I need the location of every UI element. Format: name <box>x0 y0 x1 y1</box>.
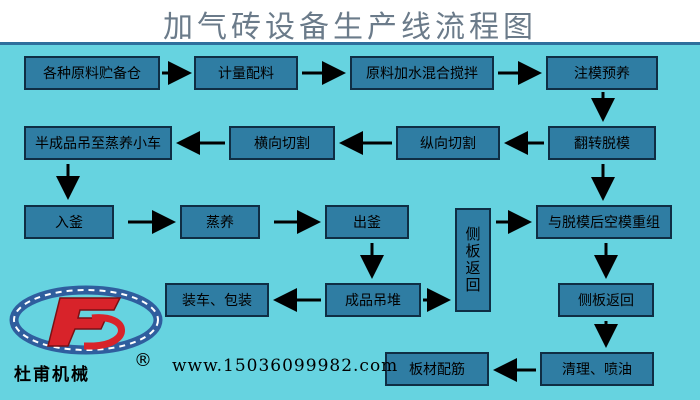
step-cleaning: 清理、喷油 <box>540 352 654 386</box>
step-rebar: 板材配筋 <box>385 352 489 386</box>
website-link[interactable]: www.15036099982.com <box>172 356 399 376</box>
step-cross-cut: 横向切割 <box>229 126 335 160</box>
step-long-cut: 纵向切割 <box>396 126 500 160</box>
step-mixing: 原料加水混合搅拌 <box>350 56 494 90</box>
title-divider <box>0 42 700 45</box>
step-side-return: 侧板返回 <box>558 283 654 317</box>
page-title: 加气砖设备生产线流程图 <box>163 10 537 45</box>
step-steam-cure: 蒸养 <box>180 205 260 239</box>
step-raw-storage: 各种原料贮备仓 <box>24 56 160 90</box>
step-side-return-vertical: 侧板返回 <box>455 208 491 312</box>
step-into-kettle: 入釜 <box>24 205 114 239</box>
step-loading: 装车、包装 <box>165 283 269 317</box>
step-stacking: 成品吊堆 <box>325 283 421 317</box>
step-demold: 翻转脱模 <box>548 126 656 160</box>
company-logo-icon <box>9 285 163 355</box>
step-to-cart: 半成品吊至蒸养小车 <box>24 126 172 160</box>
step-casting: 注模预养 <box>546 56 658 90</box>
brand-name: 杜甫机械 <box>14 365 90 385</box>
step-metering: 计量配料 <box>194 56 298 90</box>
registered-mark: ® <box>134 350 152 371</box>
title-band <box>0 0 700 44</box>
step-regroup: 与脱模后空模重组 <box>536 205 672 239</box>
step-out-kettle: 出釜 <box>325 205 409 239</box>
